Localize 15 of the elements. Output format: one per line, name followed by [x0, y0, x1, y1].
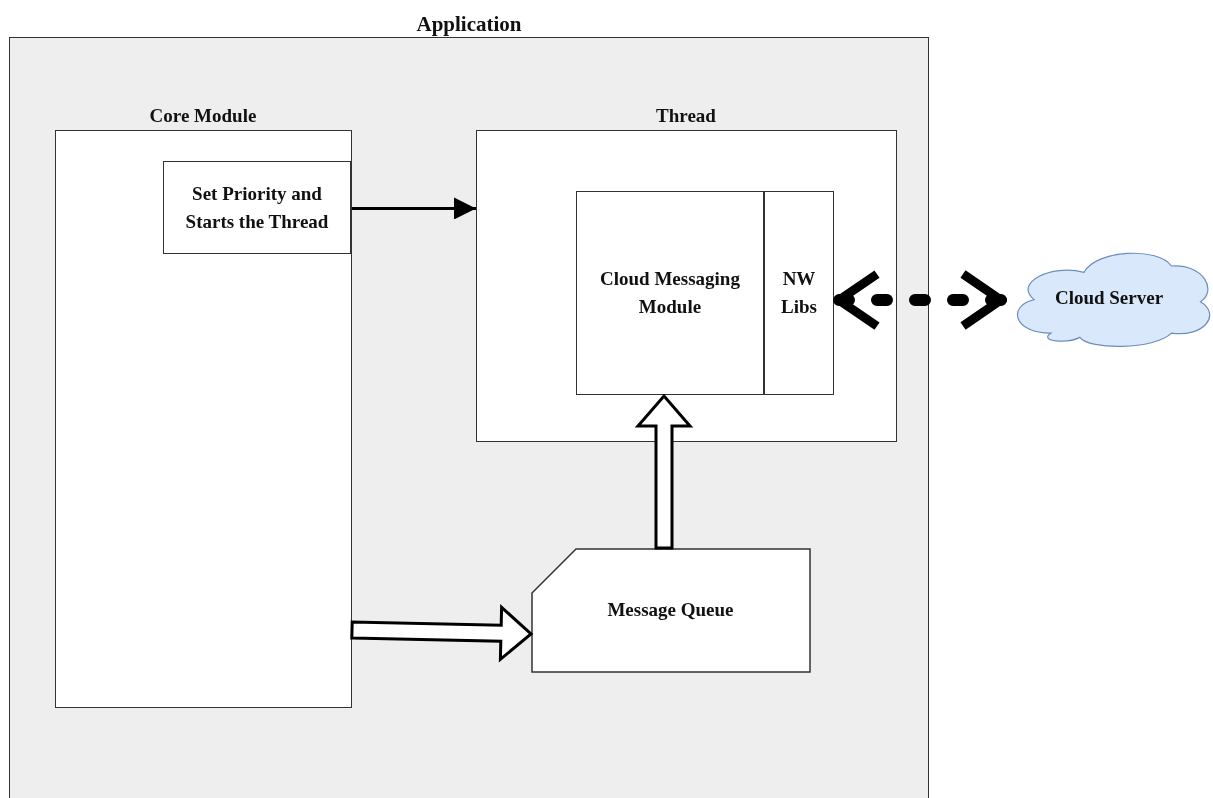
- module-box: [576, 191, 764, 395]
- box-label: Set Priority and Starts the Thread: [184, 181, 330, 234]
- block-arrow: [350, 603, 534, 663]
- arrow: [352, 197, 476, 220]
- queue-shape: [530, 547, 811, 673]
- block-arrow: [634, 393, 694, 550]
- box-label: NW Libs: [780, 267, 818, 319]
- box-heading: Core Module: [148, 104, 258, 127]
- module-box: [764, 191, 834, 395]
- box-heading: Thread: [655, 104, 717, 127]
- box-label: Cloud Messaging Module: [599, 267, 741, 319]
- box-label: Message Queue: [606, 598, 735, 623]
- box-label: Cloud Server: [1053, 285, 1165, 310]
- process-box: [163, 161, 351, 254]
- box-heading: Application: [415, 12, 523, 37]
